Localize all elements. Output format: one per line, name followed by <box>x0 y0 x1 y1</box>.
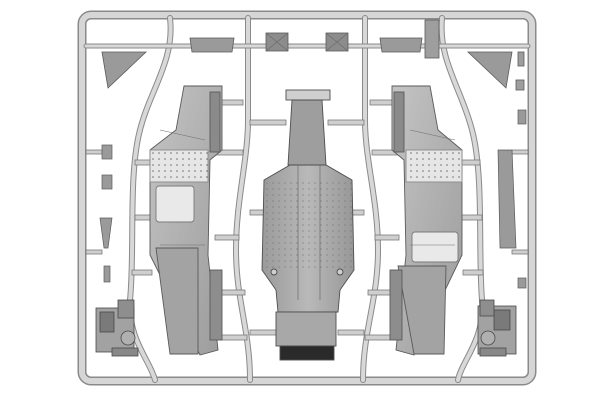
right-side-panel <box>389 85 463 356</box>
right-triangle-part <box>466 51 513 89</box>
left-side-panel <box>149 85 223 356</box>
bottom-right-engine-part <box>477 299 517 357</box>
top-left-plate <box>189 37 235 53</box>
outer-runner-frame <box>77 10 537 386</box>
left-edge-small-parts <box>99 144 113 283</box>
attachment-gates <box>85 99 529 341</box>
left-triangle-part <box>101 51 148 89</box>
right-edge-small-parts <box>497 109 527 289</box>
top-small-parts <box>101 19 525 91</box>
bottom-left-engine-part <box>95 299 139 357</box>
center-hull-part <box>261 89 355 361</box>
top-right-bar <box>424 19 440 59</box>
top-right-plate <box>379 37 423 53</box>
